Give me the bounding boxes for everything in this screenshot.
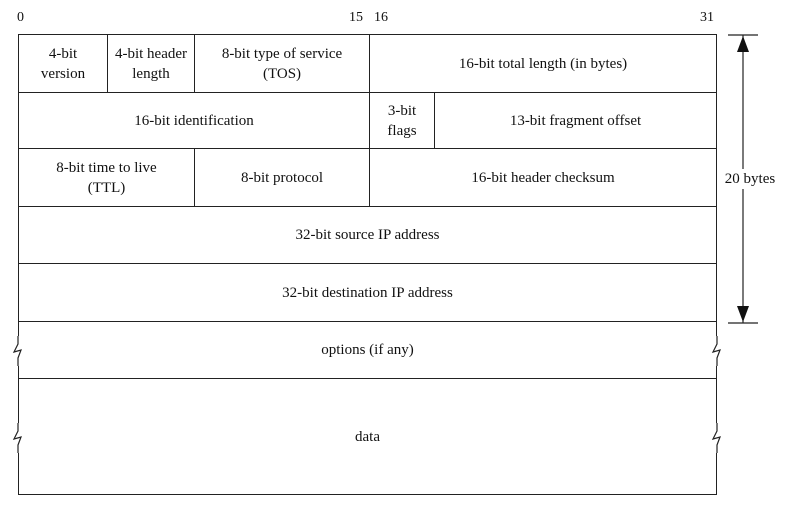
bit-number-16: 16 bbox=[374, 10, 388, 25]
tear-mark-left-data bbox=[12, 423, 24, 453]
bit-number-0: 0 bbox=[17, 10, 24, 25]
tear-mark-right-options bbox=[711, 336, 723, 366]
tos-label: 8-bit type of service (TOS) bbox=[221, 45, 343, 82]
destination-ip-label: 32-bit destination IP address bbox=[282, 284, 453, 301]
total-length-field: 16-bit total length (in bytes) bbox=[369, 34, 717, 93]
options-label: options (if any) bbox=[321, 342, 414, 358]
protocol-field: 8-bit protocol bbox=[194, 148, 370, 207]
tear-mark-left-options bbox=[12, 336, 24, 366]
bit-number-15: 15 bbox=[349, 10, 363, 25]
data-label: data bbox=[355, 428, 380, 445]
total-length-label: 16-bit total length (in bytes) bbox=[458, 55, 628, 72]
bracket-arrow-up-icon bbox=[737, 36, 749, 52]
fragment-offset-field: 13-bit fragment offset bbox=[434, 92, 717, 149]
fragment-offset-label: 13-bit fragment offset bbox=[509, 112, 642, 129]
header-length-label: 4-bit header length bbox=[114, 45, 188, 82]
options-field: options (if any) bbox=[18, 321, 717, 379]
header-size-label: 20 bytes bbox=[718, 169, 782, 189]
flags-field: 3-bit flags bbox=[369, 92, 435, 149]
version-field: 4-bit version bbox=[18, 34, 108, 93]
bracket-arrow-down-icon bbox=[737, 306, 749, 322]
source-ip-field: 32-bit source IP address bbox=[18, 206, 717, 264]
ttl-field: 8-bit time to live (TTL) bbox=[18, 148, 195, 207]
header-length-field: 4-bit header length bbox=[107, 34, 195, 93]
data-field: data bbox=[18, 378, 717, 495]
flags-label: 3-bit flags bbox=[387, 102, 417, 139]
identification-label: 16-bit identification bbox=[134, 112, 254, 129]
ttl-label: 8-bit time to live (TTL) bbox=[56, 159, 157, 196]
checksum-field: 16-bit header checksum bbox=[369, 148, 717, 207]
identification-field: 16-bit identification bbox=[18, 92, 370, 149]
tear-mark-right-data bbox=[711, 423, 723, 453]
checksum-label: 16-bit header checksum bbox=[471, 169, 615, 186]
protocol-label: 8-bit protocol bbox=[240, 169, 324, 186]
version-label: 4-bit version bbox=[40, 45, 86, 82]
source-ip-label: 32-bit source IP address bbox=[295, 227, 440, 243]
tos-field: 8-bit type of service (TOS) bbox=[194, 34, 370, 93]
bit-number-31: 31 bbox=[700, 10, 714, 25]
destination-ip-field: 32-bit destination IP address bbox=[18, 263, 717, 322]
